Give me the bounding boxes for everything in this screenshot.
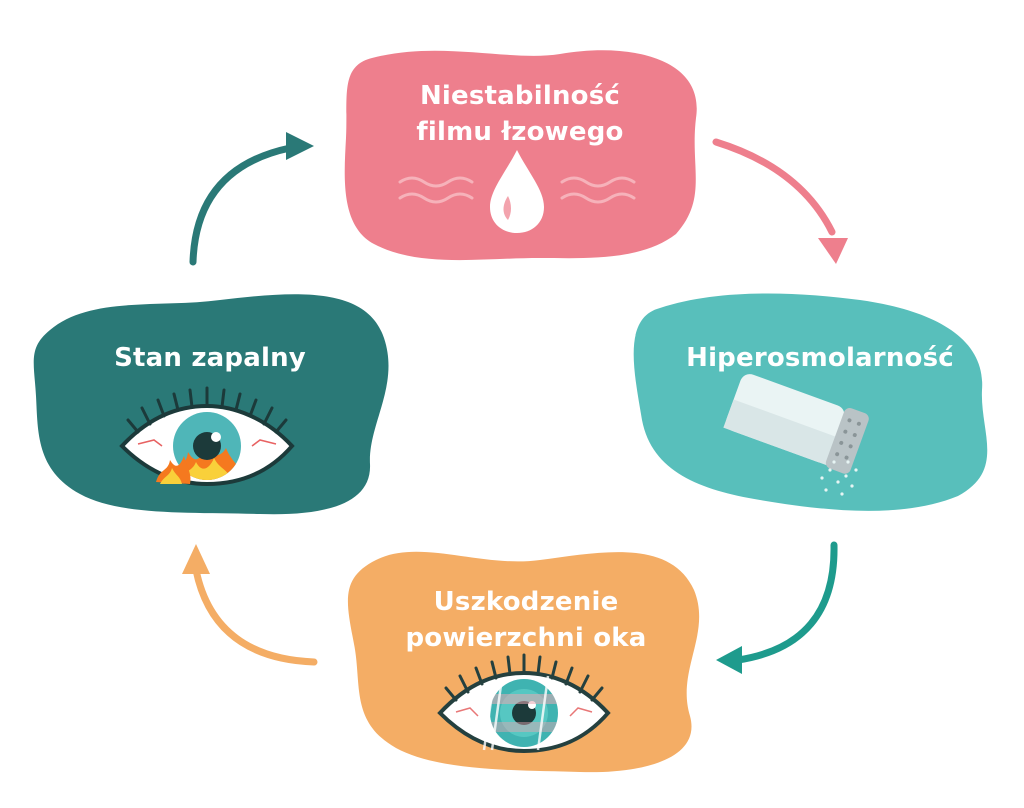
inflamed-eye-icon xyxy=(119,386,295,487)
node-label-tear-film: Niestabilność filmu łzowego xyxy=(370,78,670,150)
node-label-surface-damage-line-1: Uszkodzenie xyxy=(433,587,619,617)
node-label-inflammation: Stan zapalny xyxy=(60,340,360,376)
tear-drop-icon xyxy=(398,150,636,233)
salt-shaker-icon xyxy=(723,374,869,496)
arrow-surface-damage-to-inflammation xyxy=(182,544,318,666)
node-label-hyperosmolarity: Hiperosmolarność xyxy=(660,340,980,376)
node-label-surface-damage: Uszkodzenie powierzchni oka xyxy=(376,584,676,656)
node-label-surface-damage-line-2: powierzchni oka xyxy=(405,623,647,653)
node-label-tear-film-line-2: filmu łzowego xyxy=(416,117,624,147)
blob-tear-film xyxy=(344,50,697,261)
node-label-tear-film-line-1: Niestabilność xyxy=(419,81,621,111)
arrow-inflammation-to-tear-film xyxy=(189,132,314,266)
node-label-inflammation-line-1: Stan zapalny xyxy=(114,343,306,373)
arrow-hyperosmolarity-to-surface-damage xyxy=(716,541,838,674)
node-label-hyperosmolarity-line-1: Hiperosmolarność xyxy=(686,343,954,373)
arrow-tear-to-hyperosmolarity xyxy=(712,138,848,264)
damaged-eye-icon xyxy=(437,653,611,754)
